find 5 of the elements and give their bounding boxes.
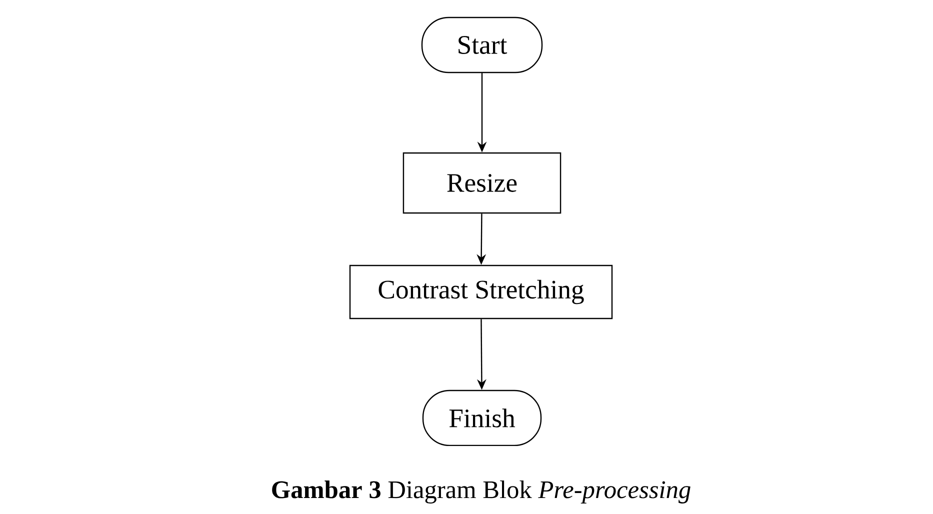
process-box: Resize	[402, 152, 562, 214]
terminal-box: Finish	[422, 390, 542, 446]
process-box: Contrast Stretching	[349, 264, 613, 320]
caption: Gambar 3 Diagram Blok Pre-processing	[272, 480, 690, 504]
terminal-box: Start	[421, 16, 543, 74]
